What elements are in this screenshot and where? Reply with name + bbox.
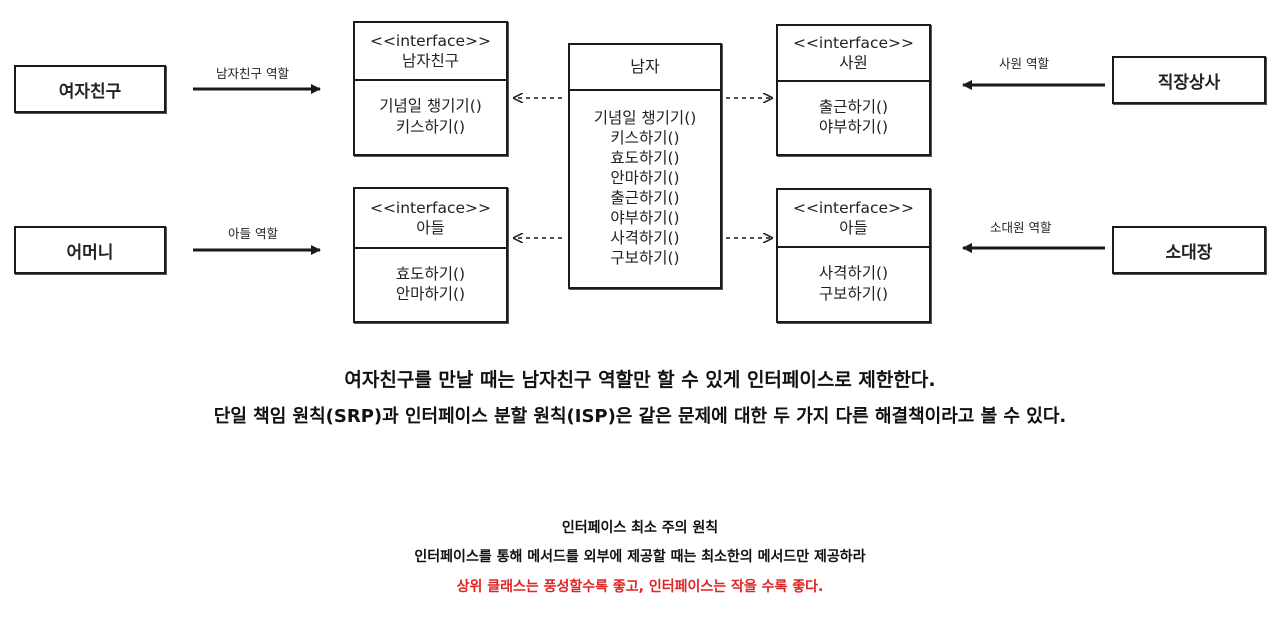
- method: 기념일 챙기기(): [379, 97, 482, 115]
- interface-employee-name: 사원: [839, 54, 868, 72]
- method: 출근하기(): [610, 189, 680, 207]
- method: 기념일 챙기기(): [593, 109, 697, 127]
- interface-son-name: 아들: [416, 219, 445, 237]
- method: 야부하기(): [610, 209, 680, 227]
- interface-employee-header: <<interface>> 사원: [778, 26, 929, 82]
- role-label-employee: 사원 역할: [999, 56, 1049, 71]
- method: 구보하기(): [818, 284, 889, 303]
- method: 출근하기(): [818, 97, 889, 116]
- interface-son-header: <<interface>> 아들: [355, 189, 506, 249]
- method: 구보하기(): [610, 249, 680, 267]
- interface-son-stereotype: <<interface>>: [369, 199, 492, 217]
- actor-mother: 어머니: [14, 226, 166, 274]
- method: 야부하기(): [818, 118, 889, 136]
- caption-line-1: 여자친구를 만날 때는 남자친구 역할만 할 수 있게 인터페이스로 제한한다.: [344, 369, 936, 391]
- interface-boyfriend-name: 남자친구: [401, 52, 460, 70]
- method: 안마하기(): [395, 285, 466, 303]
- role-label-son: 아들 역할: [228, 226, 278, 241]
- interface-employee-methods: 출근하기() 야부하기(): [778, 80, 929, 154]
- interface-soldier-stereotype: <<interface>>: [792, 199, 915, 217]
- method: 효도하기(): [610, 149, 680, 167]
- role-label-soldier: 소대원 역할: [990, 220, 1052, 235]
- interface-soldier: <<interface>> 아들 사격하기() 구보하기(): [776, 188, 931, 323]
- interface-boyfriend-header: <<interface>> 남자친구: [355, 23, 506, 81]
- interface-boyfriend-stereotype: <<interface>>: [369, 32, 492, 50]
- actor-girlfriend: 여자친구: [14, 65, 166, 113]
- method: 키스하기(): [395, 117, 466, 136]
- interface-boyfriend: <<interface>> 남자친구 기념일 챙기기() 키스하기(): [353, 21, 508, 156]
- method: 효도하기(): [395, 264, 466, 283]
- caption-line-2: 단일 책임 원칙(SRP)과 인터페이스 분할 원칙(ISP)은 같은 문제에 …: [213, 406, 1067, 427]
- class-man-header: 남자: [570, 45, 720, 91]
- actor-boss: 직장상사: [1112, 56, 1266, 104]
- interface-employee-stereotype: <<interface>>: [792, 34, 915, 52]
- method: 안마하기(): [610, 169, 680, 187]
- actor-mother-label: 어머니: [66, 242, 114, 263]
- method: 사격하기(): [610, 229, 680, 247]
- interface-soldier-methods: 사격하기() 구보하기(): [778, 246, 929, 321]
- principle-title: 인터페이스 최소 주의 원칙: [561, 520, 719, 536]
- principle-description: 인터페이스를 통해 메서드를 외부에 제공할 때는 최소한의 메서드만 제공하라: [414, 549, 866, 565]
- principle-highlight: 상위 클래스는 풍성할수록 좋고, 인터페이스는 작을 수록 좋다.: [456, 579, 824, 595]
- actor-commander: 소대장: [1112, 226, 1266, 274]
- interface-boyfriend-methods: 기념일 챙기기() 키스하기(): [355, 79, 506, 154]
- actor-girlfriend-label: 여자친구: [58, 81, 122, 102]
- class-man: 남자 기념일 챙기기() 키스하기() 효도하기() 안마하기() 출근하기()…: [568, 43, 722, 289]
- interface-son: <<interface>> 아들 효도하기() 안마하기(): [353, 187, 508, 323]
- interface-employee: <<interface>> 사원 출근하기() 야부하기(): [776, 24, 931, 156]
- role-label-boyfriend: 남자친구 역할: [216, 66, 289, 81]
- actor-boss-label: 직장상사: [1157, 72, 1221, 93]
- interface-soldier-header: <<interface>> 아들: [778, 190, 929, 248]
- class-man-name: 남자: [630, 57, 660, 76]
- class-man-methods: 기념일 챙기기() 키스하기() 효도하기() 안마하기() 출근하기() 야부…: [570, 89, 720, 287]
- method: 키스하기(): [610, 129, 680, 147]
- interface-soldier-name: 아들: [839, 219, 868, 237]
- actor-commander-label: 소대장: [1165, 242, 1213, 263]
- interface-son-methods: 효도하기() 안마하기(): [355, 247, 506, 321]
- method: 사격하기(): [818, 264, 889, 282]
